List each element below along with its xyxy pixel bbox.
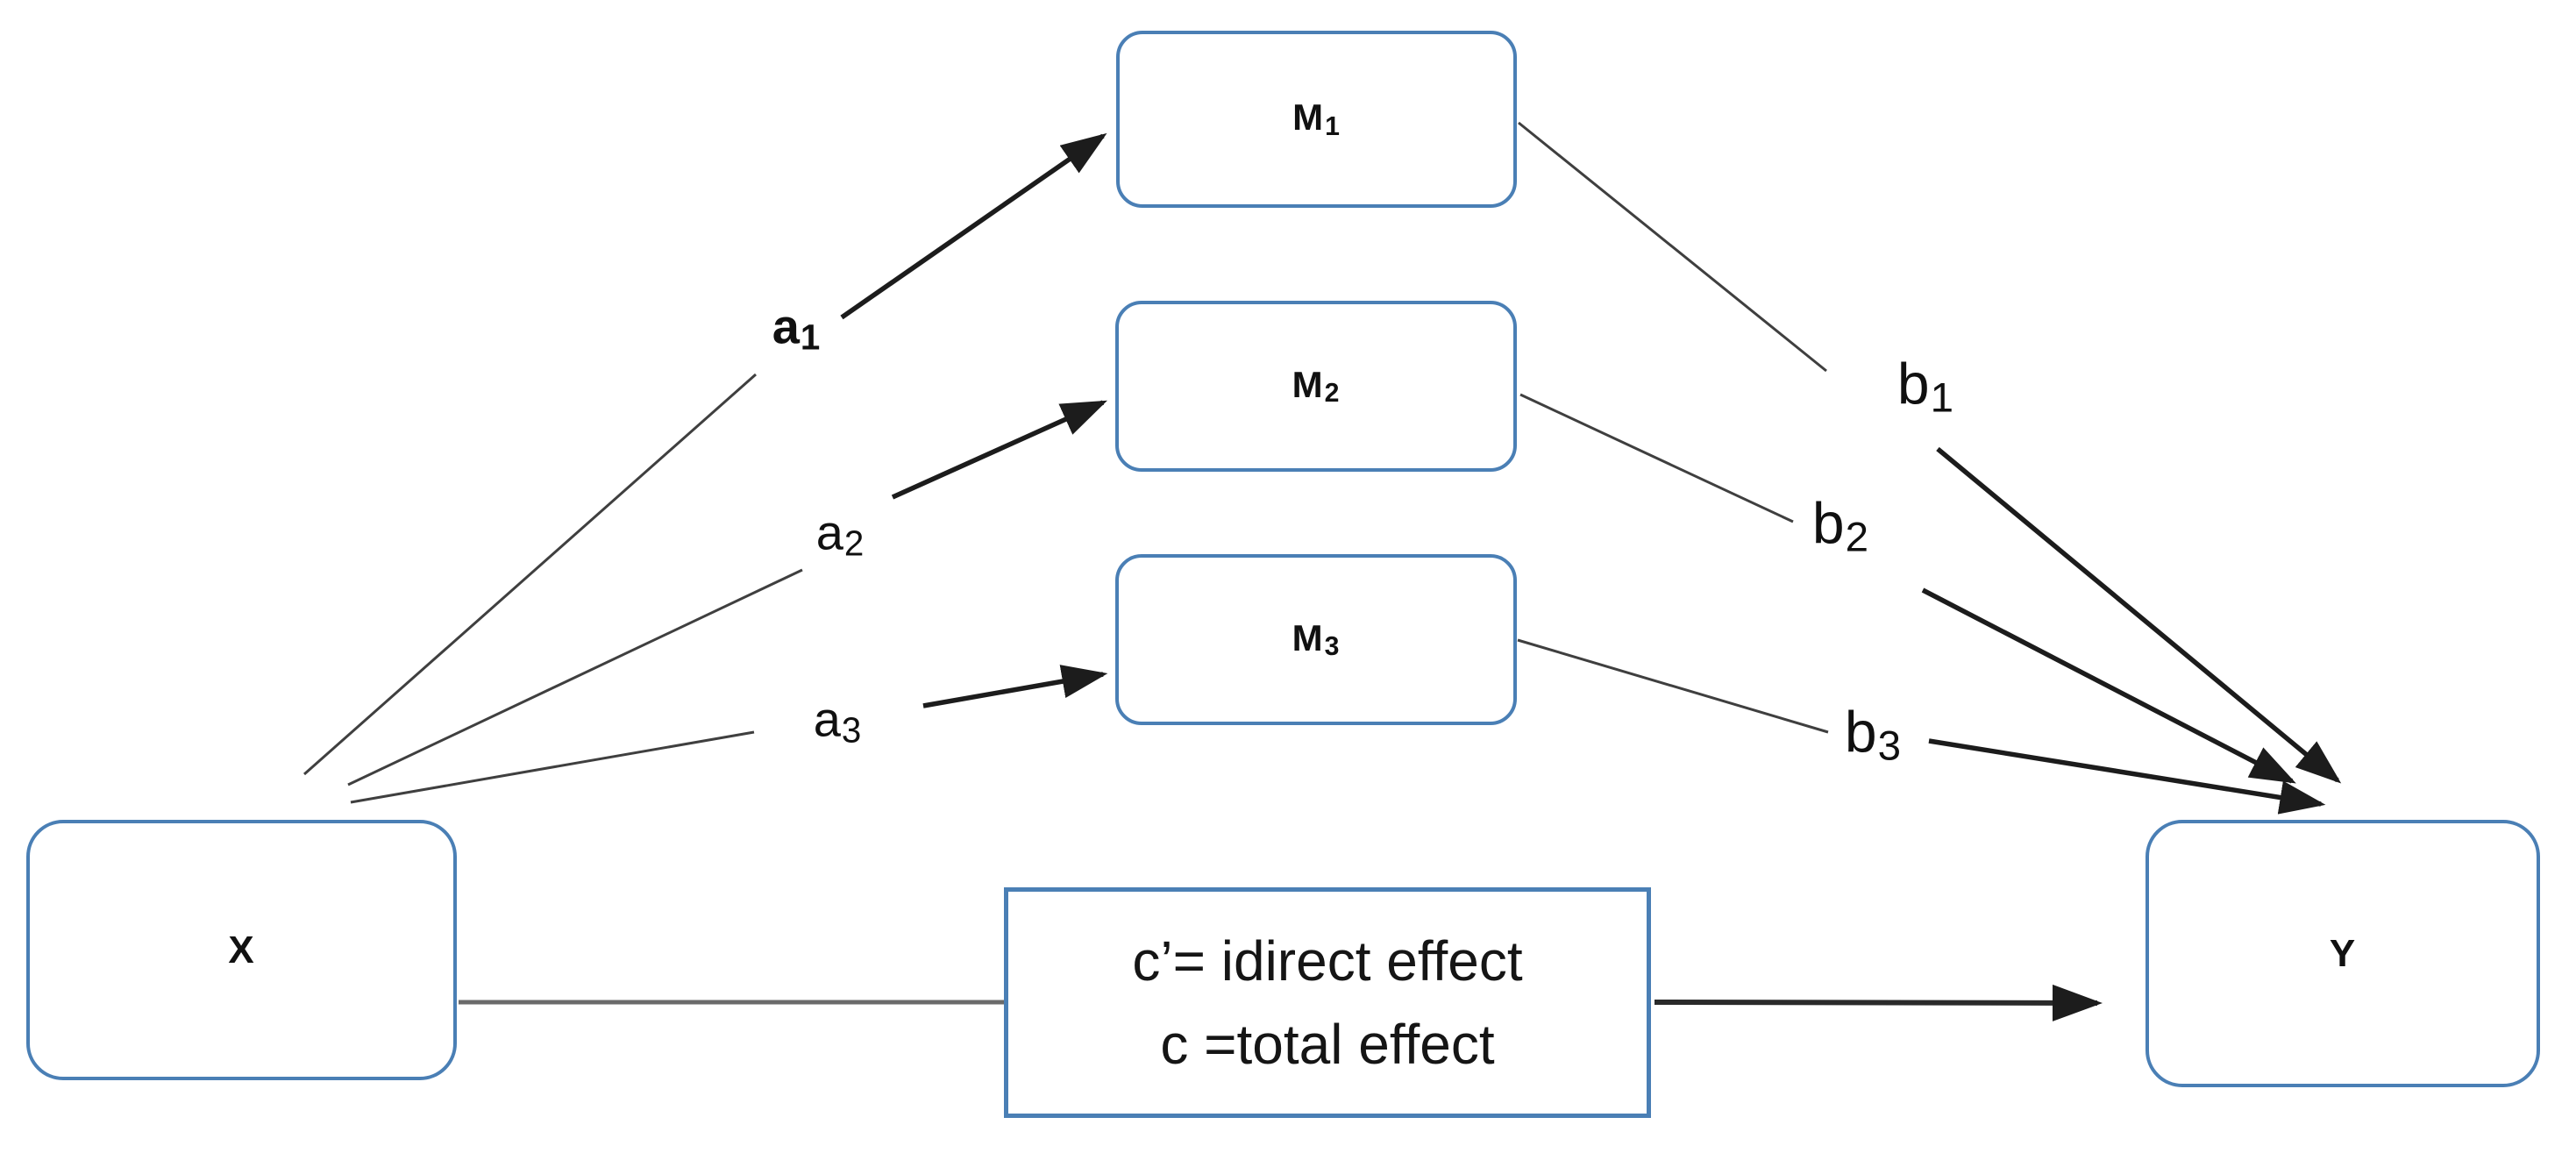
line-m1-to-b1	[1518, 121, 1827, 373]
node-y: Y	[2145, 820, 2540, 1087]
line-x-to-a3	[350, 730, 755, 804]
line-m2-to-b2	[1519, 393, 1794, 523]
arrow-a3-to-m3	[922, 665, 1108, 708]
node-m2-label: M2	[1292, 363, 1341, 409]
node-m3-label: M3	[1292, 616, 1341, 662]
arrow-b2-to-y	[1921, 587, 2296, 784]
path-label-a3: a3	[813, 691, 862, 751]
path-label-b3: b3	[1844, 699, 1902, 770]
node-y-label: Y	[2329, 931, 2357, 975]
arrow-a2-to-m2	[891, 400, 1108, 500]
path-label-b1: b1	[1896, 351, 1954, 422]
node-m2: M2	[1115, 301, 1517, 472]
line-x-to-a1	[303, 373, 757, 776]
line-x-to-a2	[347, 568, 803, 786]
node-x-label: X	[228, 928, 255, 972]
node-m3: M3	[1115, 554, 1517, 725]
node-m1: M1	[1116, 31, 1517, 208]
line-m3-to-b3	[1517, 638, 1829, 734]
node-m1-label: M1	[1292, 96, 1341, 141]
path-label-a2: a2	[815, 504, 865, 564]
c-effect-annotation-box: c’= idirect effect c =total effect	[1004, 887, 1651, 1118]
arrow-b1-to-y	[1936, 446, 2342, 784]
c-effect-line2: c =total effect	[1160, 1012, 1495, 1076]
arrow-b3-to-y	[1928, 738, 2326, 815]
arrow-a1-to-m1	[840, 132, 1107, 320]
arrow-cbox-to-y	[1654, 984, 2103, 1021]
c-effect-line1: c’= idirect effect	[1132, 929, 1523, 993]
path-label-b2: b2	[1811, 490, 1869, 561]
path-label-a1: a1	[772, 298, 821, 358]
node-x: X	[26, 820, 457, 1080]
